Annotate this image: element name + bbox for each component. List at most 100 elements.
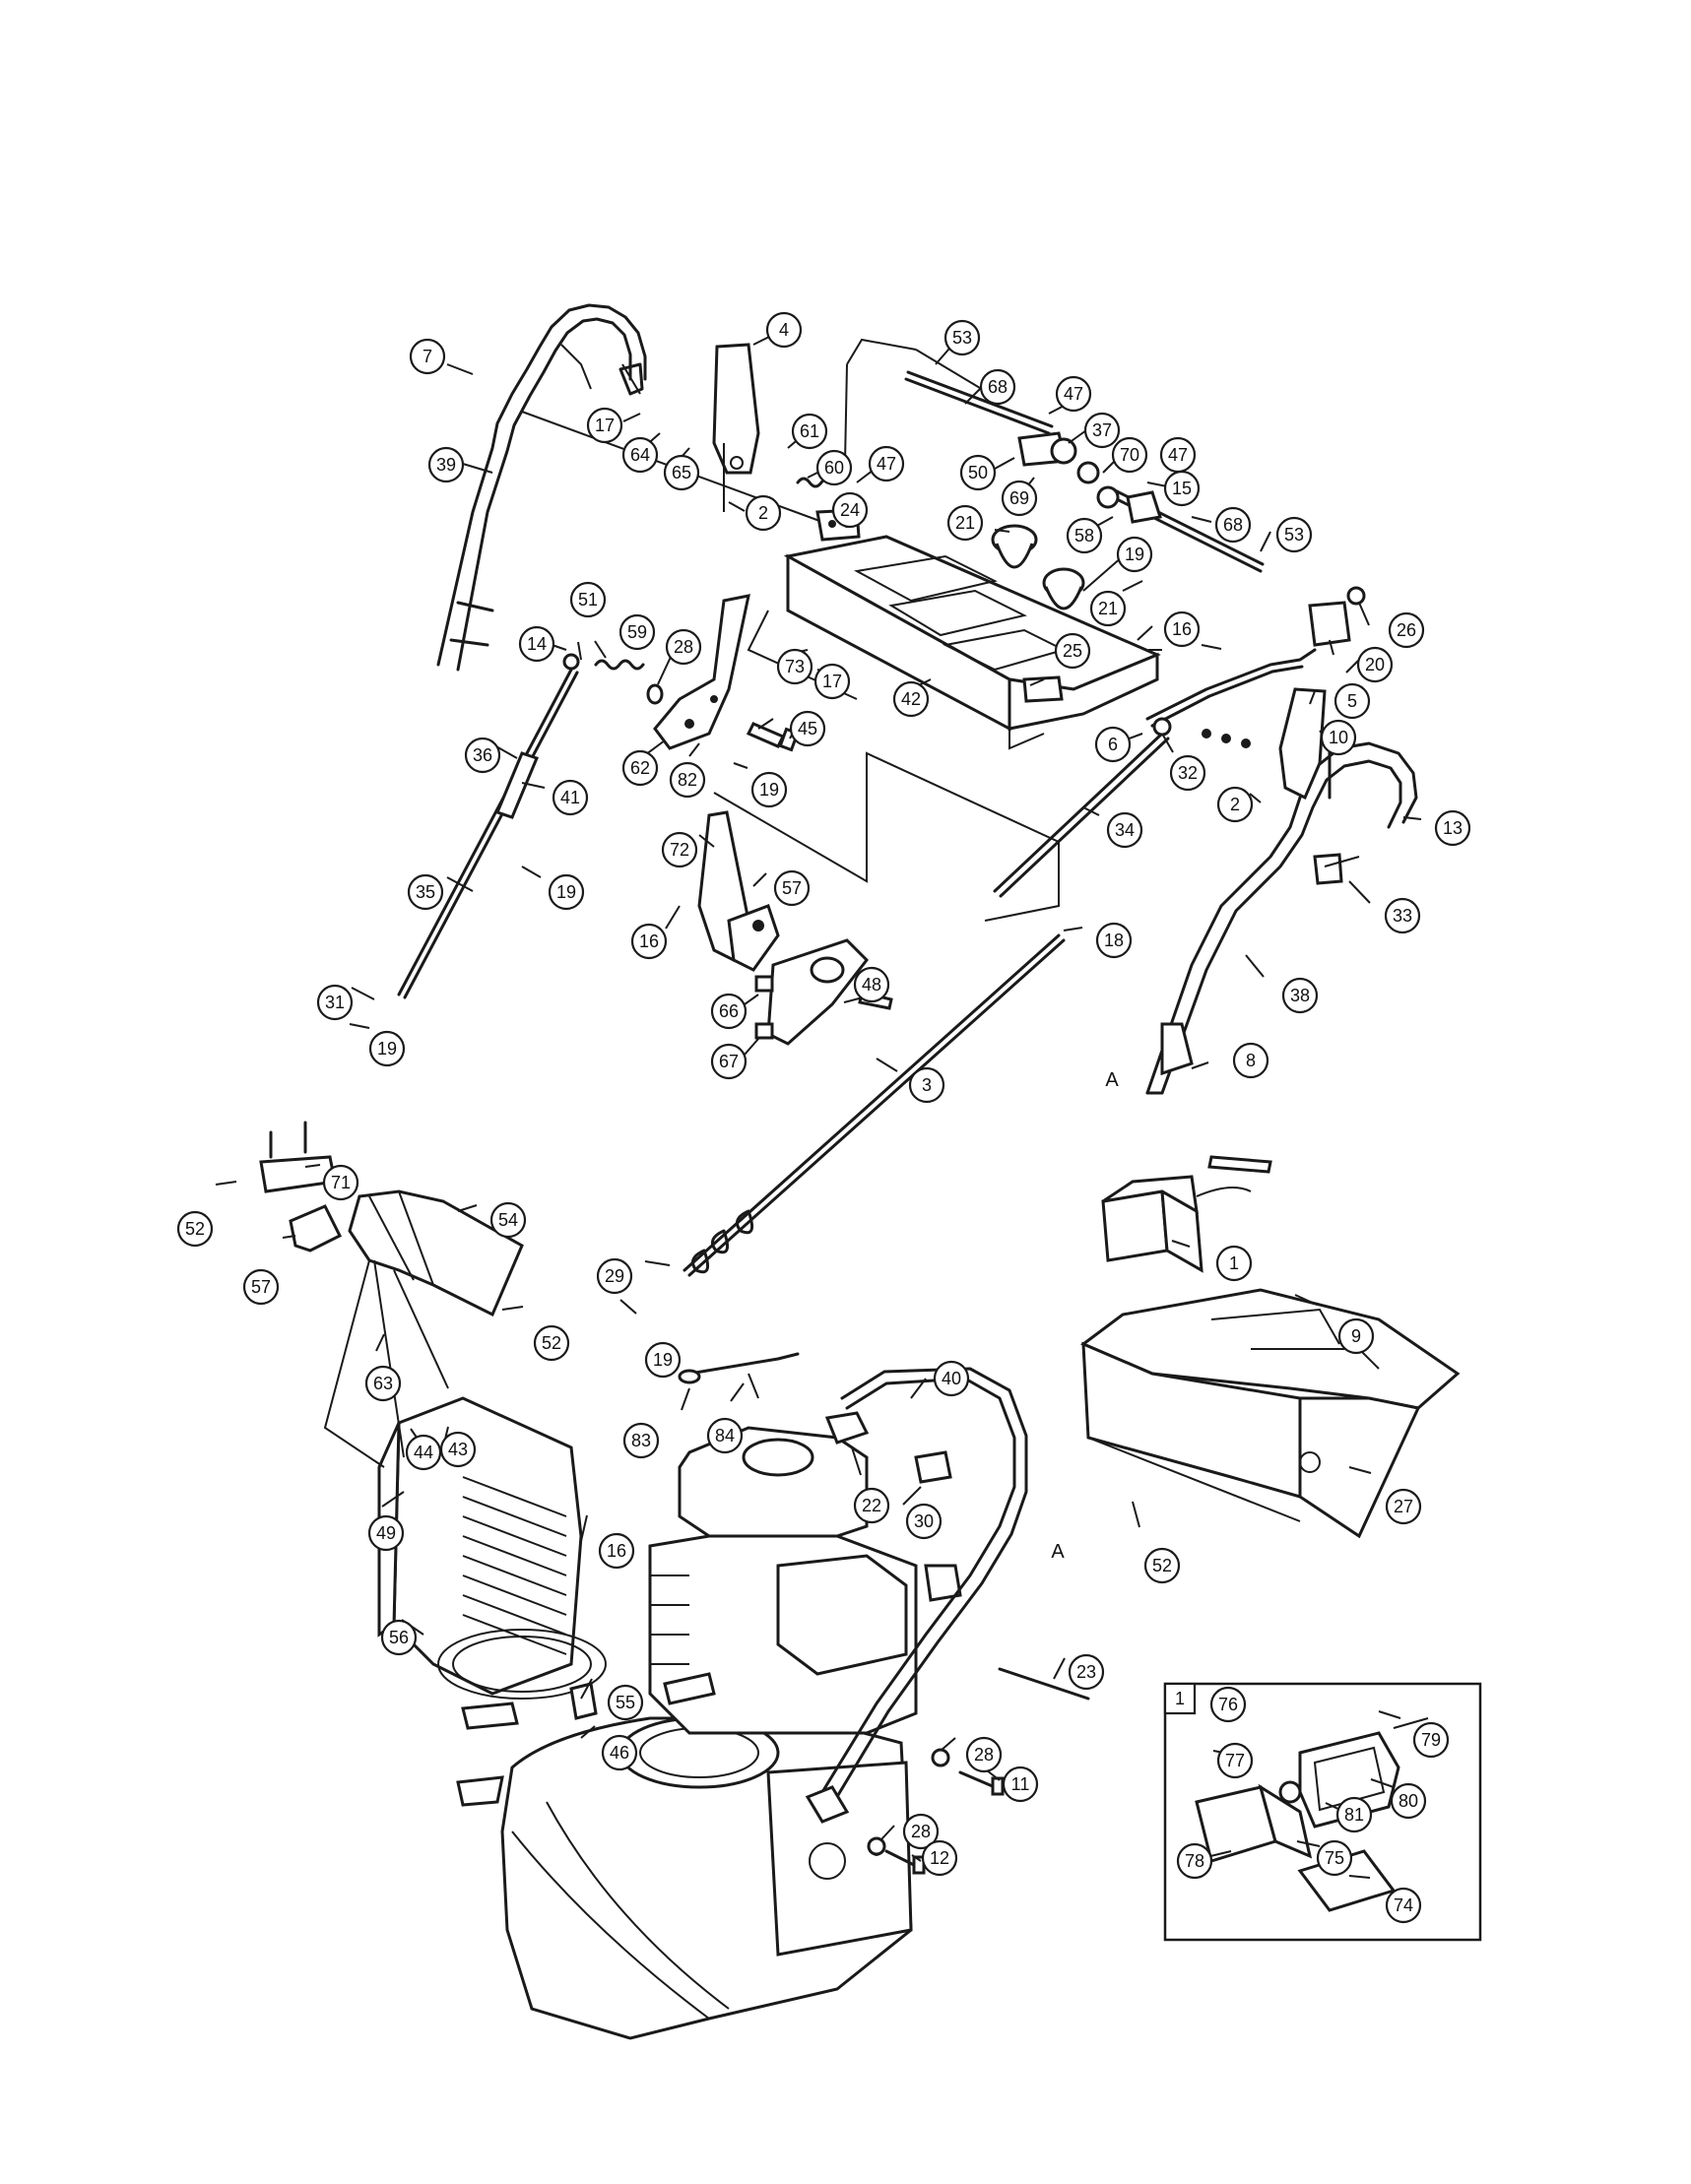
callout-c34: 34 bbox=[1106, 811, 1143, 849]
callout-c43: 43 bbox=[439, 1431, 477, 1468]
callout-c52c: 52 bbox=[1143, 1547, 1181, 1584]
callout-circle bbox=[1216, 786, 1254, 823]
reference-mark-a-lower: A bbox=[1051, 1541, 1065, 1563]
auger-housing bbox=[500, 1716, 913, 2040]
callout-circle bbox=[1106, 811, 1143, 849]
rod-group-outline bbox=[844, 338, 991, 464]
callout-c27: 27 bbox=[1385, 1488, 1422, 1525]
callout-c29: 29 bbox=[596, 1257, 633, 1295]
callout-c49: 49 bbox=[367, 1514, 405, 1552]
washer-28-lower-b bbox=[867, 1836, 886, 1856]
callout-c46: 46 bbox=[601, 1734, 638, 1771]
callout-number: 16 bbox=[639, 931, 659, 951]
callout-c37: 37 bbox=[1083, 412, 1121, 449]
callout-c22: 22 bbox=[853, 1487, 890, 1524]
callout-number: 47 bbox=[877, 454, 896, 474]
callout-number: 78 bbox=[1185, 1851, 1204, 1871]
callout-c38: 38 bbox=[1281, 977, 1319, 1014]
callout-circle bbox=[1176, 1842, 1213, 1880]
callout-number: 36 bbox=[473, 745, 492, 765]
bracket-5 bbox=[1278, 687, 1327, 801]
callout-circle bbox=[669, 761, 706, 799]
callout-circle bbox=[367, 1514, 405, 1552]
callout-c9: 9 bbox=[1337, 1317, 1375, 1355]
callout-circle bbox=[533, 1324, 570, 1362]
callout-circle bbox=[518, 625, 555, 663]
callout-c31: 31 bbox=[316, 984, 354, 1021]
callout-number: 26 bbox=[1397, 620, 1416, 640]
callout-number: 47 bbox=[1064, 384, 1083, 404]
callout-number: 45 bbox=[798, 719, 817, 739]
callout-c76: 76 bbox=[1209, 1686, 1247, 1723]
callout-c7: 7 bbox=[409, 338, 446, 375]
callout-number: 52 bbox=[542, 1333, 561, 1353]
callout-c30: 30 bbox=[905, 1503, 943, 1540]
callout-c42: 42 bbox=[892, 680, 930, 718]
spring-59 bbox=[594, 659, 645, 671]
shift-plate-62 bbox=[653, 594, 750, 750]
callout-number: 68 bbox=[988, 377, 1008, 397]
callout-c70: 70 bbox=[1111, 436, 1148, 474]
callout-c25: 25 bbox=[1054, 632, 1091, 670]
callout-c10: 10 bbox=[1320, 719, 1357, 756]
callout-c16b: 16 bbox=[630, 923, 668, 960]
callout-number: 71 bbox=[331, 1173, 351, 1192]
washers-series bbox=[1202, 729, 1251, 748]
callout-number: 2 bbox=[1230, 795, 1240, 814]
left-upper-handle bbox=[436, 303, 647, 672]
callout-number: 46 bbox=[610, 1743, 629, 1763]
callout-circle bbox=[1333, 682, 1371, 720]
callout-circle bbox=[607, 1684, 644, 1721]
knob-21-upper bbox=[991, 524, 1038, 569]
callout-number: 12 bbox=[930, 1848, 949, 1868]
callout-number: 47 bbox=[1168, 445, 1188, 465]
callout-number: 38 bbox=[1290, 986, 1310, 1005]
callout-c81: 81 bbox=[1335, 1796, 1373, 1833]
sleeve-41 bbox=[494, 751, 540, 819]
callout-circle bbox=[1089, 590, 1127, 627]
callout-number: 2 bbox=[758, 503, 768, 523]
callout-circle bbox=[815, 449, 853, 486]
callout-c44: 44 bbox=[405, 1434, 442, 1471]
callout-number: 65 bbox=[672, 463, 691, 482]
callout-circle bbox=[943, 319, 981, 356]
callout-c62: 62 bbox=[621, 749, 659, 787]
pin-23 bbox=[998, 1667, 1090, 1701]
engine-cover-27 bbox=[1080, 1288, 1461, 1539]
callout-c53b: 53 bbox=[1275, 516, 1313, 553]
callout-c8: 8 bbox=[1232, 1042, 1269, 1079]
callout-circle bbox=[710, 993, 748, 1030]
callout-c65: 65 bbox=[663, 454, 700, 491]
callout-c45: 45 bbox=[789, 710, 826, 747]
callout-number: 34 bbox=[1115, 820, 1135, 840]
callout-circle bbox=[621, 436, 659, 474]
callout-number: 21 bbox=[1098, 599, 1118, 618]
callout-circle bbox=[586, 407, 623, 444]
washer-28 bbox=[646, 683, 664, 705]
callout-c83: 83 bbox=[622, 1422, 660, 1459]
callout-number: 16 bbox=[607, 1541, 626, 1561]
callout-c56: 56 bbox=[380, 1619, 418, 1656]
callout-circle bbox=[622, 1422, 660, 1459]
callout-number: 13 bbox=[1443, 818, 1463, 838]
callout-number: 76 bbox=[1218, 1695, 1238, 1714]
callout-number: 22 bbox=[862, 1496, 881, 1515]
callout-circle bbox=[1388, 611, 1425, 649]
callout-number: 55 bbox=[616, 1693, 635, 1712]
callout-c47b: 47 bbox=[868, 445, 905, 482]
callout-c26: 26 bbox=[1388, 611, 1425, 649]
callout-number: 60 bbox=[824, 458, 844, 478]
clips-55 bbox=[456, 1682, 598, 1807]
callout-circle bbox=[1215, 1245, 1253, 1282]
callout-circle bbox=[831, 491, 869, 529]
chute-bracket-57 bbox=[289, 1204, 343, 1253]
callout-c59: 59 bbox=[618, 613, 656, 651]
callout-c40: 40 bbox=[933, 1360, 970, 1397]
callout-c19a: 19 bbox=[1116, 536, 1153, 573]
callout-number: 80 bbox=[1398, 1791, 1418, 1811]
callout-c51: 51 bbox=[569, 581, 607, 618]
callout-number: 57 bbox=[251, 1277, 271, 1297]
washer-28-lower-a bbox=[931, 1748, 950, 1767]
callout-circle bbox=[1281, 977, 1319, 1014]
